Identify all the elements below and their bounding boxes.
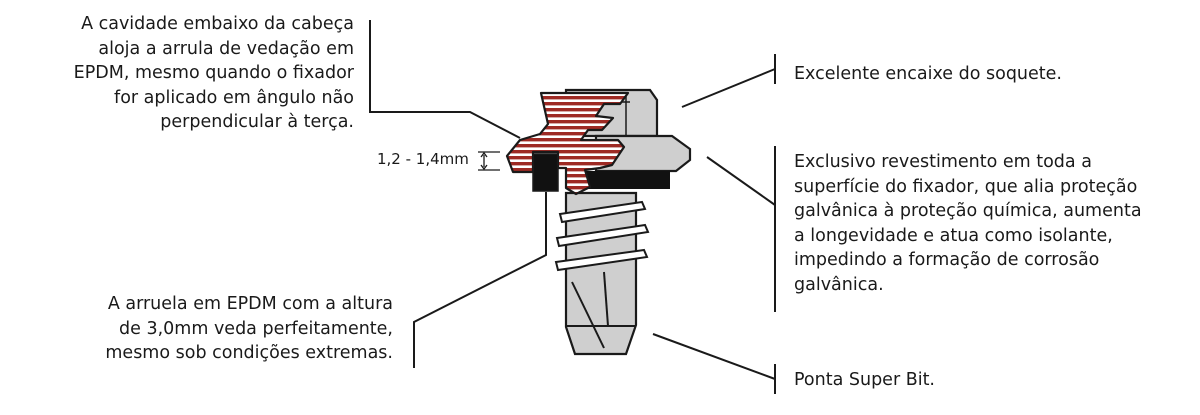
epdm-washer-left [532, 153, 559, 192]
cavity-note: A cavidade embaixo da cabeça aloja a arr… [0, 12, 354, 135]
shank-thread-2 [555, 223, 650, 248]
coating-note-line: impedindo a formação de corrosão [794, 250, 1100, 270]
coating-note-line: superfície do fixador, que alia proteção [794, 176, 1138, 197]
tip-line-1 [571, 281, 605, 349]
socket-note: Excelente encaixe do soquete. [794, 62, 1062, 87]
cavity-note-line: EPDM, mesmo quando o fixador [73, 63, 354, 83]
shank-thread-3 [554, 248, 649, 272]
washer-note: A arruela em EPDM com a altura de 3,0mm … [0, 292, 393, 366]
cavity-note-line: for aplicado em ângulo não [114, 87, 354, 108]
dimension-marker [478, 151, 500, 171]
socket-note-line: Excelente encaixe do soquete. [794, 64, 1062, 84]
tip-note: Ponta Super Bit. [794, 368, 935, 393]
washer-note-line: A arruela em EPDM com a altura [107, 294, 393, 314]
dimension-label: 1,2 - 1,4mm [377, 150, 469, 168]
leader-lines [369, 20, 776, 394]
cavity-leader [369, 20, 521, 139]
shank-thread-1 [558, 200, 647, 224]
tip-leader [652, 333, 776, 394]
coating-note-line: galvânica à proteção química, aumenta [794, 201, 1142, 221]
coating-note-line: a longevidade e atua como isolante, [794, 225, 1113, 246]
socket-leader [681, 54, 776, 108]
washer-note-line: mesmo sob condições extremas. [105, 343, 393, 363]
epdm-washer-right [586, 171, 670, 189]
tip-note-line: Ponta Super Bit. [794, 370, 935, 390]
coating-note-line: galvânica. [794, 274, 884, 295]
cavity-note-line: A cavidade embaixo da cabeça [81, 14, 354, 34]
washer-leader [413, 192, 547, 368]
coating-leader [706, 146, 776, 312]
tip-line-2 [603, 271, 609, 327]
coating-note-line: Exclusivo revestimento em toda a [794, 152, 1092, 172]
cavity-note-line: perpendicular à terça. [160, 112, 354, 132]
cavity-note-line: aloja a arrula de vedação em [98, 38, 354, 59]
screw-shank [554, 191, 650, 356]
coating-note: Exclusivo revestimento em toda a superfí… [794, 150, 1142, 297]
head-cross-section [505, 91, 630, 196]
washer-note-line: de 3,0mm veda perfeitamente, [119, 318, 393, 339]
